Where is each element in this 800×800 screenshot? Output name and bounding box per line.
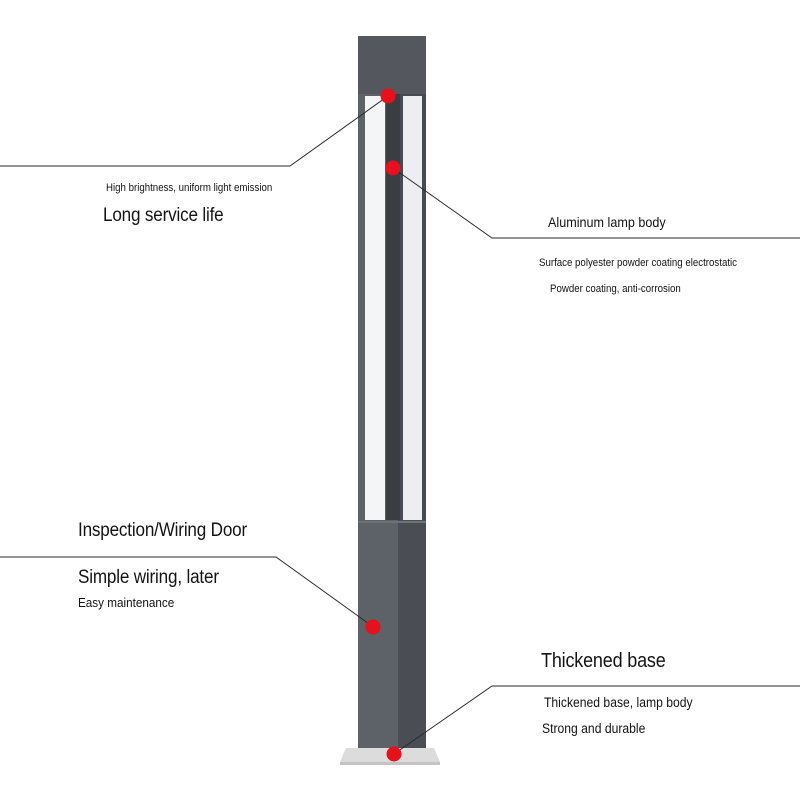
callout-top-right-line2: Powder coating, anti-corrosion: [550, 283, 681, 295]
callout-dot-base: [386, 746, 402, 762]
callout-top-right-line1: Surface polyester powder coating electro…: [539, 257, 738, 269]
light-panel-right: [403, 96, 422, 520]
callout-middle-left-subtitle: Easy maintenance: [78, 595, 175, 610]
callout-bottom-right-line1: Thickened base, lamp body: [544, 695, 693, 710]
callout-bottom-right-line2: Strong and durable: [542, 721, 646, 736]
leader-line-top-right: [392, 167, 800, 239]
leader-line-top-left: [0, 95, 389, 167]
callout-dot-lamp-body: [385, 160, 401, 176]
pole-head: [358, 36, 426, 94]
callout-dot-wiring-door: [365, 619, 381, 635]
callout-top-left-title: Long service life: [103, 205, 224, 226]
callout-middle-left-title2: Simple wiring, later: [78, 567, 219, 588]
lower-housing-front: [358, 520, 398, 748]
callout-dot-light-head: [380, 88, 396, 104]
callout-top-right-title: Aluminum lamp body: [548, 214, 666, 230]
callout-top-left-subtitle: High brightness, uniform light emission: [106, 182, 273, 194]
lower-housing-side: [398, 520, 426, 748]
base-plate-edge: [340, 762, 440, 765]
callout-bottom-right-title: Thickened base: [541, 650, 666, 672]
inner-column: [386, 94, 400, 522]
leader-line-bottom-right: [393, 685, 800, 755]
leader-line-middle-left: [0, 556, 373, 627]
callout-middle-left-title1: Inspection/Wiring Door: [78, 520, 248, 541]
light-panel-left: [365, 96, 385, 520]
